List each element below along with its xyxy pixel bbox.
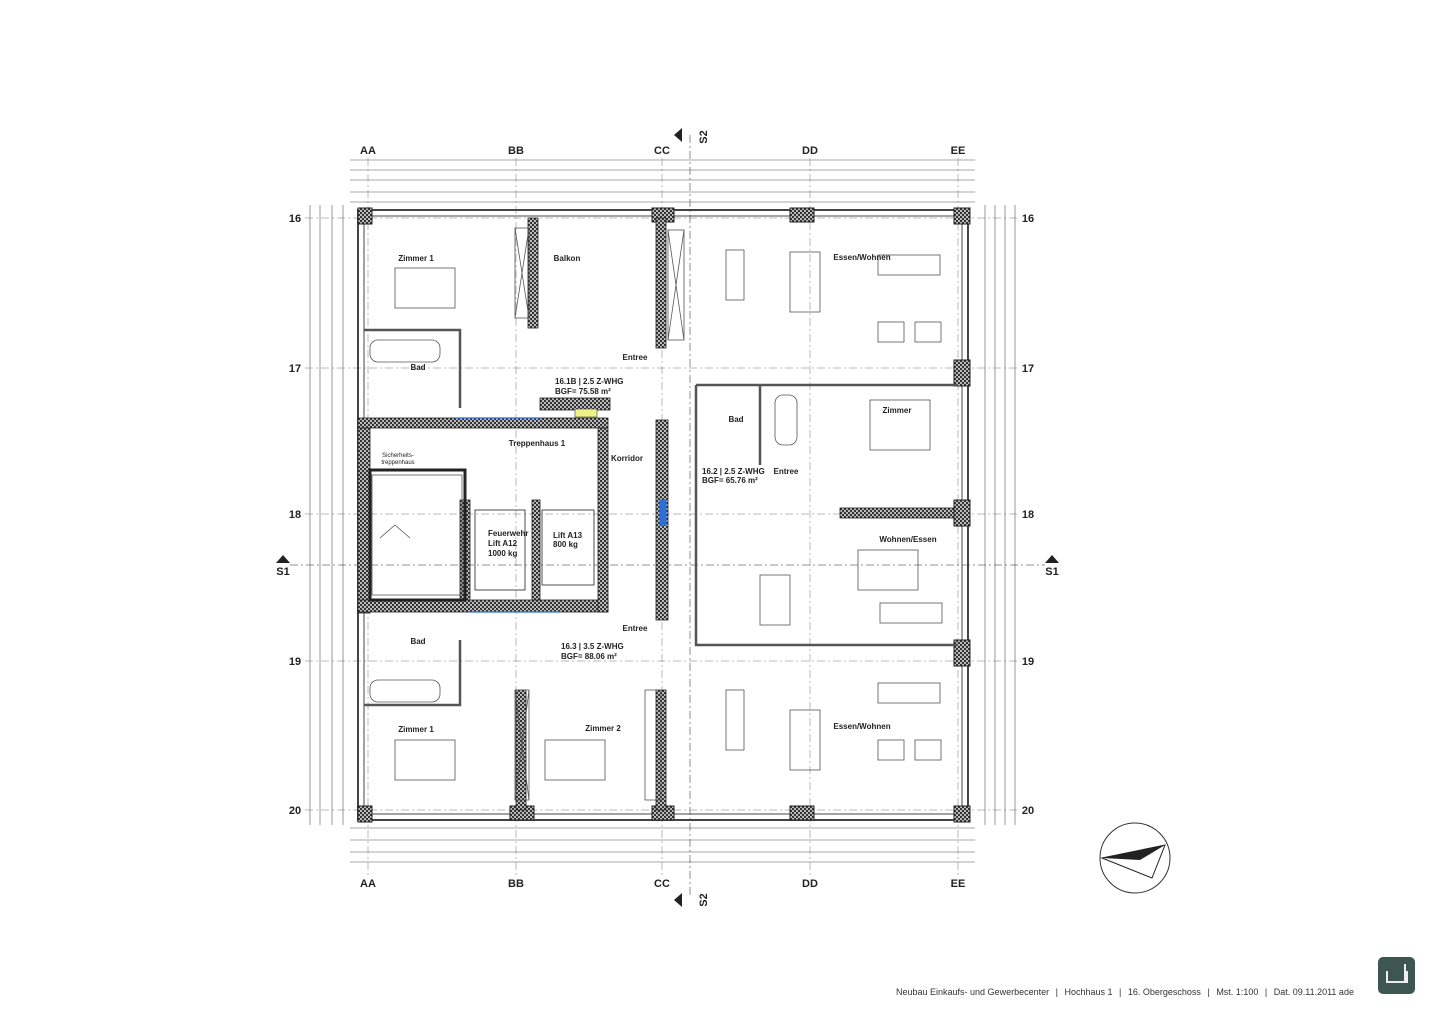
axis-label-18-right: 18 [1022, 509, 1034, 521]
axis-label-19-right: 19 [1022, 656, 1034, 668]
section-label-s1-right: S1 [1045, 566, 1058, 578]
furniture [369, 227, 943, 801]
axis-label-16-right: 16 [1022, 213, 1034, 225]
room-label: Zimmer [883, 406, 912, 415]
unit-labels: 16.1B | 2.5 Z-WHG BGF= 75.58 m² 16.2 | 2… [555, 377, 765, 661]
partition-walls [364, 328, 958, 707]
north-arrow-icon [1099, 822, 1171, 894]
unit-title: 16.2 | 2.5 Z-WHG [702, 467, 765, 476]
section-label-s1-left: S1 [276, 566, 289, 578]
building-name: Hochhaus 1 [1064, 987, 1113, 997]
section-arrow-icon [674, 893, 682, 907]
room-label: Bad [410, 363, 425, 372]
separator: | [1119, 987, 1122, 997]
axis-label-cc-bottom: CC [654, 878, 670, 890]
room-label: Entree [623, 624, 648, 633]
axis-label-ee: EE [951, 145, 966, 157]
scale: Mst. 1:100 [1216, 987, 1259, 997]
room-label: Bad [410, 637, 425, 646]
fire-panel [574, 408, 598, 418]
date: Dat. 09.11.2011 ade [1273, 987, 1354, 997]
room-label: Essen/Wohnen [833, 253, 890, 262]
axis-label-cc: CC [654, 145, 670, 157]
separator: | [1264, 987, 1268, 997]
axis-label-19: 19 [289, 656, 301, 668]
room-labels: Zimmer 1 Balkon Essen/Wohnen Bad Entree … [381, 253, 936, 734]
room-label: Korridor [611, 454, 643, 463]
unit-area: BGF= 88.06 m² [561, 652, 617, 661]
axis-label-18: 18 [289, 509, 301, 521]
section-markers: S1 S1 S2 S2 [276, 128, 1059, 907]
axis-label-17: 17 [289, 363, 301, 375]
axis-label-aa: AA [360, 145, 376, 157]
section-arrow-icon [276, 555, 290, 563]
axis-label-20-right: 20 [1022, 805, 1034, 817]
room-label: Essen/Wohnen [833, 722, 890, 731]
room-label: Sicherheits- [382, 453, 414, 459]
axis-label-bb-bottom: BB [508, 878, 524, 890]
room-label: treppenhaus [381, 460, 414, 466]
axis-label-ee-bottom: EE [951, 878, 966, 890]
room-label: Bad [728, 415, 743, 424]
room-label: Wohnen/Essen [879, 535, 936, 544]
axis-label-bb: BB [508, 145, 524, 157]
project-name: Neubau Einkaufs- und Gewerbecenter [896, 987, 1050, 997]
axis-labels: AA BB CC DD EE AA BB CC DD EE 16 17 18 1… [289, 145, 1034, 890]
axis-label-dd-bottom: DD [802, 878, 818, 890]
separator: | [1055, 987, 1058, 997]
room-label: Feuerwehr [488, 529, 528, 538]
room-label: Lift A13 [553, 531, 583, 540]
room-label: Entree [623, 353, 648, 362]
section-label-s2-bottom: S2 [698, 893, 710, 906]
separator: | [1207, 987, 1210, 997]
room-label: Zimmer 2 [585, 724, 621, 733]
section-label-s2-top: S2 [698, 130, 710, 143]
dimension-lines [309, 159, 1016, 863]
interior-walls [357, 217, 955, 811]
plumbing [455, 417, 667, 613]
section-arrow-icon [1045, 555, 1059, 563]
unit-title: 16.1B | 2.5 Z-WHG [555, 377, 623, 386]
axis-label-20: 20 [289, 805, 301, 817]
axis-label-17-right: 17 [1022, 363, 1034, 375]
room-label: Lift A12 [488, 539, 518, 548]
room-label: Treppenhaus 1 [509, 439, 566, 448]
unit-area: BGF= 75.58 m² [555, 387, 611, 396]
floor-name: 16. Obergeschoss [1127, 987, 1201, 997]
room-label: 1000 kg [488, 549, 517, 558]
room-label: Zimmer 1 [398, 254, 434, 263]
axis-label-aa-bottom: AA [360, 878, 376, 890]
unit-title: 16.3 | 3.5 Z-WHG [561, 642, 624, 651]
section-arrow-icon [674, 128, 682, 142]
room-label: Entree [774, 467, 799, 476]
columns [357, 207, 971, 823]
axis-label-dd: DD [802, 145, 818, 157]
room-label: Zimmer 1 [398, 725, 434, 734]
room-label: 800 kg [553, 540, 578, 549]
title-block: Neubau Einkaufs- und Gewerbecenter | Hoc… [894, 987, 1356, 997]
axis-label-16: 16 [289, 213, 301, 225]
company-logo [1378, 957, 1415, 994]
room-label: Balkon [554, 254, 581, 263]
unit-area: BGF= 65.76 m² [702, 476, 758, 485]
